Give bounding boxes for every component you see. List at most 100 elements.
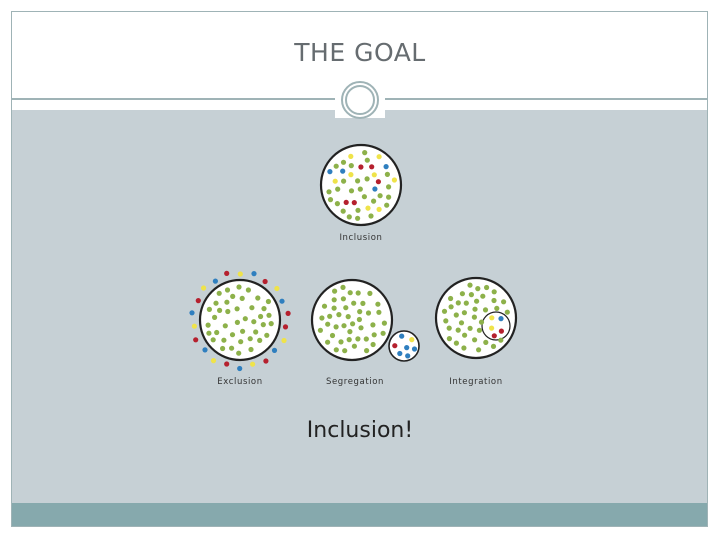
exclusion-green-dot bbox=[240, 328, 246, 334]
exclusion-green-dot bbox=[229, 332, 236, 338]
exclusion-green-dot bbox=[217, 307, 223, 313]
segregation-green-dot bbox=[381, 320, 387, 326]
integration-green-dot bbox=[459, 291, 465, 297]
inclusion-green-dot bbox=[340, 159, 347, 165]
exclusion-ring-blue-dot bbox=[189, 310, 195, 316]
exclusion-ring-yellow-dot bbox=[237, 271, 243, 277]
segregation-green-dot bbox=[343, 305, 349, 311]
segregation-green-dot bbox=[325, 339, 331, 345]
integration-green-dot bbox=[468, 292, 474, 298]
integration-green-dot bbox=[482, 307, 489, 313]
integration-green-dot bbox=[476, 327, 482, 333]
exclusion-ring-red-dot bbox=[193, 337, 199, 343]
inclusion-green-dot bbox=[361, 194, 367, 200]
inclusion-green-dot bbox=[384, 171, 390, 177]
exclusion-ring-blue-dot bbox=[271, 347, 278, 353]
exclusion-green-dot bbox=[242, 316, 248, 322]
exclusion-ring-blue-dot bbox=[202, 347, 208, 353]
inclusion-yellow-dot bbox=[371, 172, 377, 178]
inclusion-green-dot bbox=[340, 208, 346, 214]
inclusion-red-dot bbox=[351, 200, 357, 206]
segregation-green-dot bbox=[317, 327, 323, 333]
label-inclusion: Inclusion bbox=[339, 233, 382, 243]
exclusion-green-dot bbox=[257, 337, 263, 343]
exclusion-green-dot bbox=[260, 322, 266, 328]
segregation-green-dot bbox=[340, 296, 346, 302]
integration-green-dot bbox=[461, 345, 467, 351]
segregation-green-dot bbox=[345, 314, 351, 320]
integration-green-dot bbox=[441, 308, 448, 314]
integration-green-dot bbox=[475, 286, 481, 292]
inclusion-green-dot bbox=[355, 215, 361, 221]
segregation-green-dot bbox=[375, 301, 381, 307]
label-exclusion: Exclusion bbox=[217, 377, 262, 387]
segregation-green-dot bbox=[370, 341, 376, 348]
inclusion-green-dot bbox=[346, 214, 352, 220]
segregation-small-blue-dot bbox=[404, 345, 410, 351]
integration-green-dot bbox=[476, 347, 482, 353]
segregation-green-dot bbox=[340, 284, 346, 290]
footer-band bbox=[12, 503, 707, 526]
integration-green-dot bbox=[455, 300, 461, 306]
exclusion-green-dot bbox=[212, 314, 218, 320]
inclusion-yellow-dot bbox=[348, 172, 354, 178]
exclusion-green-dot bbox=[255, 295, 261, 301]
segregation-green-dot bbox=[376, 309, 382, 315]
integration-green-dot bbox=[443, 318, 449, 324]
segregation-green-dot bbox=[336, 312, 342, 318]
segregation-green-dot bbox=[357, 309, 363, 315]
integration-green-dot bbox=[458, 320, 465, 326]
inclusion-green-dot bbox=[386, 184, 392, 190]
integration-green-dot bbox=[490, 343, 497, 349]
exclusion-green-dot bbox=[206, 330, 212, 336]
inclusion-green-dot bbox=[348, 188, 355, 194]
inclusion-blue-dot bbox=[327, 169, 333, 175]
inclusion-green-dot bbox=[384, 202, 390, 208]
exclusion-ring-blue-dot bbox=[212, 278, 218, 284]
exclusion-green-dot bbox=[229, 345, 235, 351]
integration-green-dot bbox=[467, 325, 473, 331]
segregation-green-dot bbox=[364, 348, 370, 354]
exclusion-green-dot bbox=[236, 350, 242, 356]
integration-green-dot bbox=[491, 297, 497, 304]
segregation-small-blue-dot bbox=[411, 346, 418, 352]
inclusion-green-dot bbox=[364, 157, 370, 163]
exclusion-green-dot bbox=[206, 306, 212, 312]
inclusion-yellow-dot bbox=[332, 178, 338, 184]
segregation-small-yellow-dot bbox=[409, 337, 415, 343]
exclusion-green-dot bbox=[222, 323, 228, 329]
exclusion-green-dot bbox=[268, 321, 274, 327]
segregation-green-dot bbox=[338, 339, 344, 345]
segregation-small-red-dot bbox=[392, 343, 398, 349]
segregation-green-dot bbox=[331, 305, 337, 311]
exclusion-green-dot bbox=[248, 346, 254, 353]
segregation-green-dot bbox=[327, 313, 333, 319]
exclusion-ring-red-dot bbox=[224, 361, 230, 367]
inclusion-green-dot bbox=[377, 193, 383, 199]
exclusion-green-dot bbox=[236, 284, 242, 290]
integration-green-dot bbox=[478, 319, 485, 325]
integration-green-dot bbox=[471, 314, 477, 320]
segregation-green-dot bbox=[371, 332, 377, 338]
exclusion-ring-yellow-dot bbox=[191, 323, 197, 329]
exclusion-green-dot bbox=[214, 329, 220, 336]
divider-ornament bbox=[335, 81, 385, 119]
segregation-green-dot bbox=[380, 330, 386, 336]
inclusion-green-dot bbox=[326, 189, 332, 195]
segregation-small-blue-dot bbox=[399, 333, 405, 339]
exclusion-green-dot bbox=[234, 319, 240, 325]
exclusion-ring-yellow-dot bbox=[250, 361, 256, 367]
exclusion-green-dot bbox=[245, 287, 251, 293]
inclusion-yellow-dot bbox=[391, 177, 397, 183]
exclusion-green-dot bbox=[251, 319, 257, 325]
exclusion-green-dot bbox=[213, 300, 219, 306]
integration-inner-blue-dot bbox=[498, 316, 504, 322]
integration-green-dot bbox=[462, 332, 468, 338]
inclusion-yellow-dot bbox=[348, 153, 354, 159]
slide-title: THE GOAL bbox=[294, 38, 426, 67]
integration-green-dot bbox=[446, 336, 452, 342]
exclusion-green-dot bbox=[230, 293, 236, 299]
integration-green-dot bbox=[498, 337, 504, 343]
inclusion-yellow-dot bbox=[365, 205, 371, 211]
exclusion-green-dot bbox=[253, 329, 259, 335]
